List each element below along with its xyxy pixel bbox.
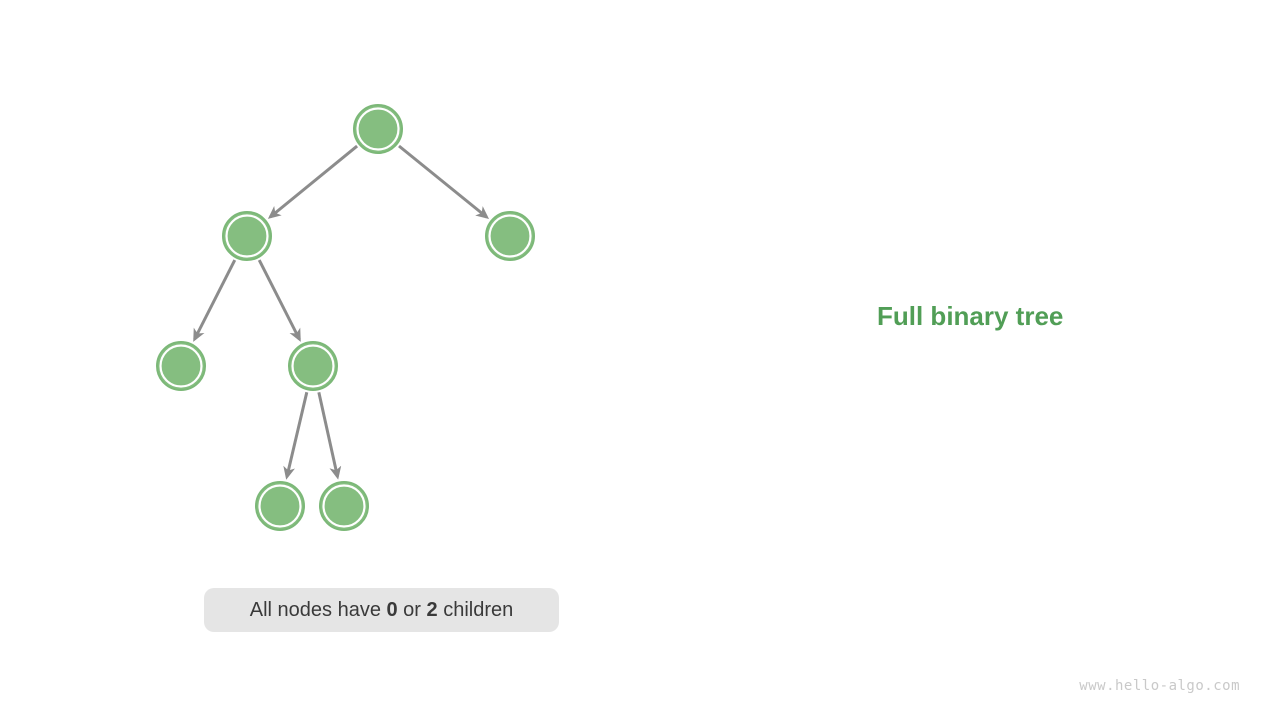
caption-text-1: All nodes have [249,598,387,621]
tree-edge [283,391,309,480]
tree-edge [267,144,359,219]
watermark: www.hello-algo.com [1079,678,1240,694]
caption-bold-2: 2 [426,598,438,621]
tree-node-ring [356,107,400,151]
tree-edge [317,392,342,480]
caption-pill: All nodes have 0 or 2 children [204,588,559,632]
tree-node-ring [159,344,203,388]
tree-node [222,211,272,261]
tree-node [156,341,206,391]
caption-text-3: children [437,598,514,621]
tree-node [288,341,338,391]
tree-edge [257,259,301,342]
tree-edge [398,144,490,219]
caption-bold-0: 0 [386,598,398,621]
tree-node [255,481,305,531]
tree-node-ring [488,214,532,258]
diagram-title: Full binary tree [877,301,1064,331]
caption-text-2: or [397,598,427,621]
tree-node-ring [291,344,335,388]
tree-edge [193,259,237,342]
tree-node [319,481,369,531]
tree-node-ring [258,484,302,528]
tree-nodes [156,104,535,531]
tree-node-ring [322,484,366,528]
tree-node [485,211,535,261]
tree-edges [193,144,490,480]
tree-node [353,104,403,154]
tree-node-ring [225,214,269,258]
